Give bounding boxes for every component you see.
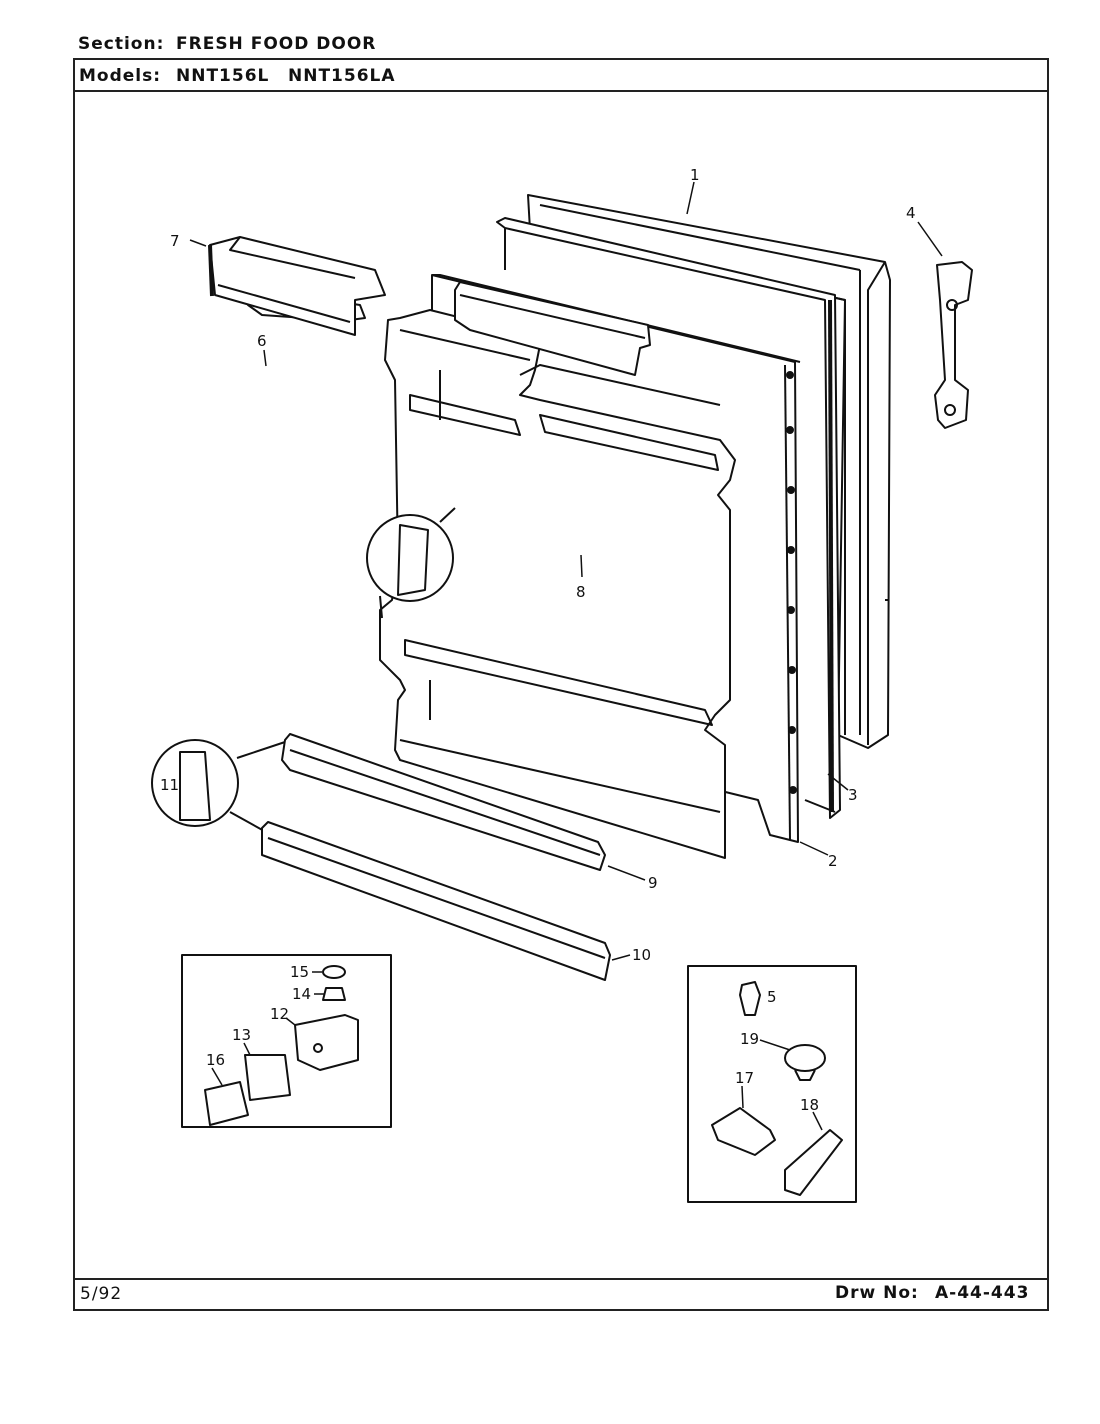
footer-row xyxy=(73,1278,1049,1311)
callout-9: 9 xyxy=(648,874,658,892)
drawing-number-label: Drw No: xyxy=(835,1283,919,1303)
callout-4: 4 xyxy=(906,204,916,222)
callout-8: 8 xyxy=(576,583,586,601)
drawing-frame xyxy=(73,58,1049,1311)
callout-1: 1 xyxy=(690,166,700,184)
hinge-parts-left xyxy=(204,965,359,1126)
hinge-detail-box-right xyxy=(687,965,857,1203)
callout-12: 12 xyxy=(270,1005,289,1023)
callout-14: 14 xyxy=(292,985,311,1003)
dairy-compartment xyxy=(208,236,386,336)
shelf-rail-10 xyxy=(261,821,611,981)
shelf-rail-8 xyxy=(454,281,651,376)
callout-2: 2 xyxy=(828,852,838,870)
callout-15: 15 xyxy=(290,963,309,981)
callout-3: 3 xyxy=(848,786,858,804)
door-gasket xyxy=(496,217,841,819)
callout-18: 18 xyxy=(800,1096,819,1114)
callout-17: 17 xyxy=(735,1069,754,1087)
callout-16: 16 xyxy=(206,1051,225,1069)
callout-13: 13 xyxy=(232,1026,251,1044)
door-liner xyxy=(379,274,801,859)
callout-6: 6 xyxy=(257,332,267,350)
models-row xyxy=(73,58,1049,92)
models-label: Models: xyxy=(79,66,162,86)
callout-11: 11 xyxy=(160,776,179,794)
callout-7: 7 xyxy=(170,232,180,250)
hinge-parts-right xyxy=(711,981,843,1196)
leader-lines xyxy=(189,181,943,1131)
section-value: FRESH FOOD DOOR xyxy=(176,34,377,54)
shelf-rail-9 xyxy=(281,733,606,871)
callout-10: 10 xyxy=(632,946,651,964)
hinge-cover xyxy=(934,261,973,429)
footer-date: 5/92 xyxy=(80,1284,123,1304)
callout-5: 5 xyxy=(767,988,777,1006)
section-label: Section: xyxy=(78,34,165,54)
retainer-detail-lower xyxy=(151,739,286,838)
model-2: NNT156LA xyxy=(288,66,396,86)
callout-19: 19 xyxy=(740,1030,759,1048)
model-1: NNT156L xyxy=(176,66,270,86)
drawing-number: A-44-443 xyxy=(935,1283,1030,1303)
retainer-detail-upper xyxy=(366,507,456,619)
